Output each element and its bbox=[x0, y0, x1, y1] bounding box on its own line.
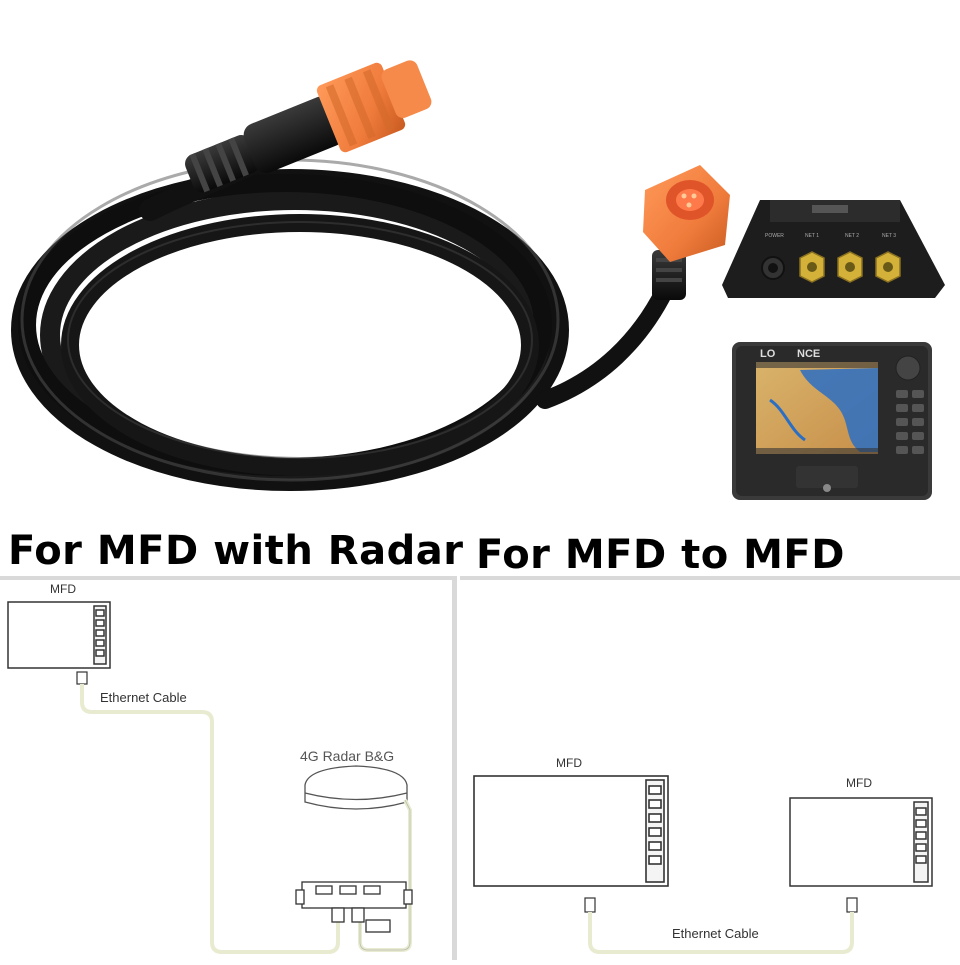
radar-dome-icon bbox=[304, 765, 408, 810]
mfd-unit-1 bbox=[473, 775, 669, 887]
ethernet-hub: POWER NET 1 NET 2 NET 3 bbox=[722, 200, 945, 298]
wiring-diagram-left bbox=[7, 601, 413, 954]
product-illustration: POWER NET 1 NET 2 NET 3 bbox=[11, 60, 945, 500]
heading-mfd-with-radar: For MFD with Radar bbox=[8, 528, 464, 574]
mfd-label-2: MFD bbox=[846, 776, 872, 790]
coiled-cable bbox=[11, 158, 569, 491]
ethernet-cable-line bbox=[80, 684, 340, 954]
diagram-mfd-with-radar: MFD Ethernet Cable 4G Radar B&G bbox=[0, 580, 452, 960]
divider-right bbox=[460, 576, 960, 580]
ethernet-cable-label-right: Ethernet Cable bbox=[672, 926, 759, 941]
display-brand-left: LO bbox=[760, 348, 776, 360]
display-brand-right: NCE bbox=[797, 348, 820, 360]
ethernet-cable-label-left: Ethernet Cable bbox=[100, 690, 187, 705]
mfd-unit-2 bbox=[789, 797, 933, 887]
divider-left bbox=[0, 576, 452, 580]
left-connector bbox=[185, 60, 432, 193]
radar-label: 4G Radar B&G bbox=[300, 748, 395, 764]
ethernet-cable-line-right bbox=[588, 912, 854, 954]
hub-port-label-net1: NET 1 bbox=[805, 233, 819, 239]
wiring-diagram-right bbox=[473, 775, 933, 954]
hub-port-label-net3: NET 3 bbox=[882, 233, 896, 239]
mfd-unit-left bbox=[7, 601, 111, 669]
cable-tail bbox=[536, 281, 674, 409]
heading-mfd-to-mfd: For MFD to MFD bbox=[476, 532, 845, 578]
right-connector bbox=[643, 165, 730, 300]
hub-port-label-power: POWER bbox=[765, 233, 784, 239]
mfd-label-left: MFD bbox=[50, 582, 76, 596]
radar-interface-box bbox=[295, 881, 413, 933]
divider-vertical bbox=[452, 576, 457, 960]
product-photo: POWER NET 1 NET 2 NET 3 bbox=[11, 60, 945, 500]
diagram-mfd-to-mfd: MFD MFD Ethernet Cable bbox=[460, 580, 960, 960]
hub-port-label-net2: NET 2 bbox=[845, 233, 859, 239]
mfd-label-1: MFD bbox=[556, 756, 582, 770]
mfd-display-unit: LO NCE bbox=[732, 342, 932, 500]
